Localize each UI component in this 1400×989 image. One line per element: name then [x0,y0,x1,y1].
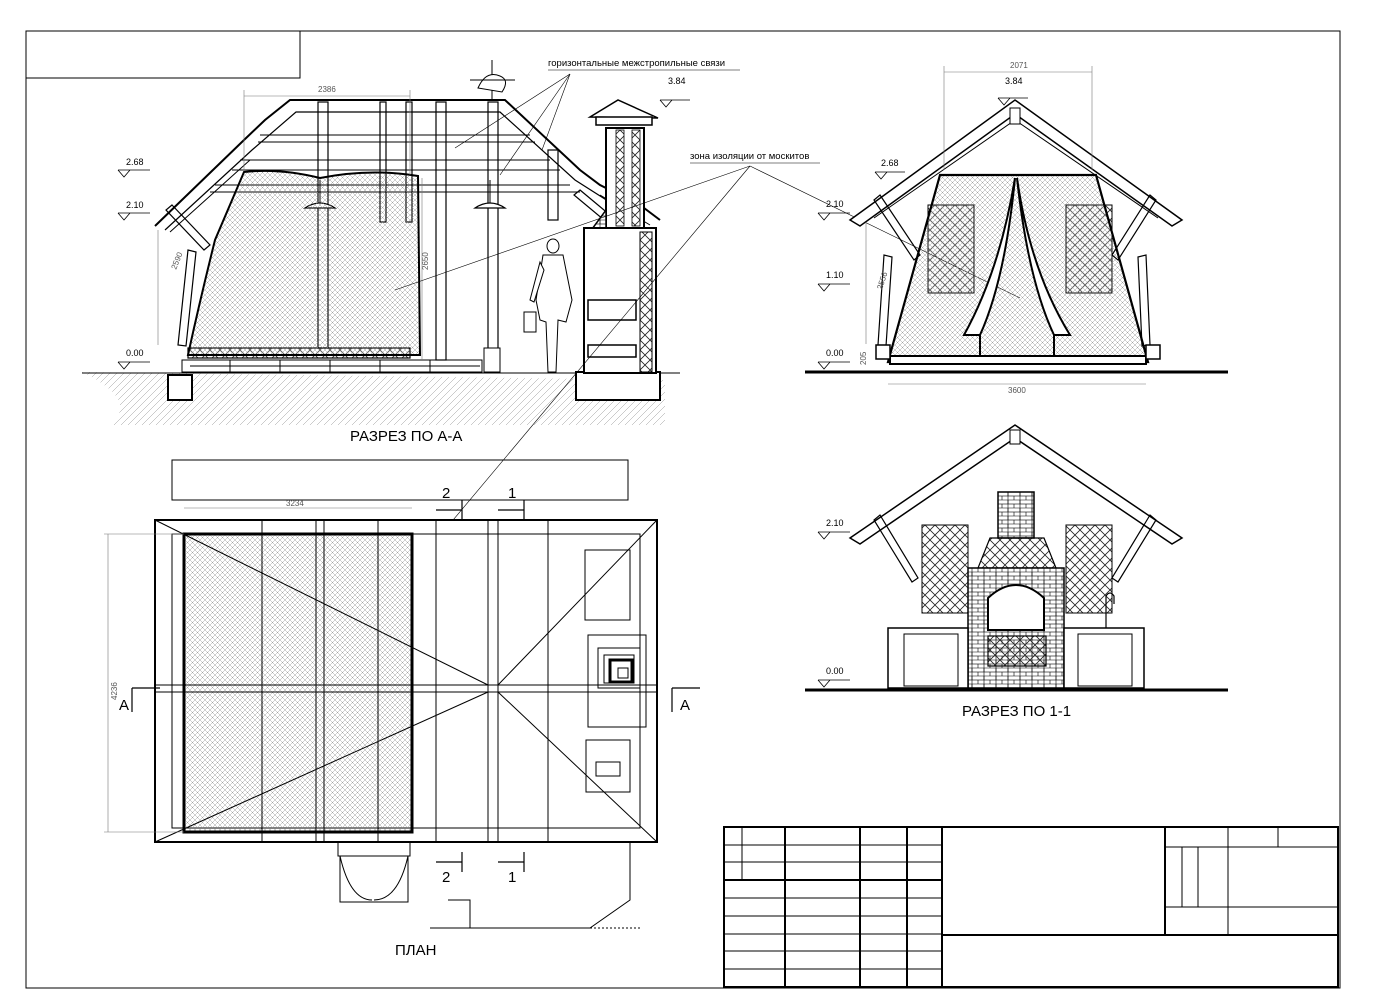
cut-marks [131,500,700,872]
dim-2590: 2590 [170,250,185,270]
faucet-11 [1105,592,1115,628]
level-384-front: 3.84 [1005,76,1023,86]
cut-mark-a-left: А [119,697,129,714]
level-110-front: 1.10 [826,270,844,280]
mosquito-net-aa [186,169,422,356]
foot-right-front [1145,344,1161,360]
plan-oven [584,549,647,793]
top-left-stamp [25,30,301,79]
section-11-title: РАЗРЕЗ ПО 1-1 [962,703,1071,720]
ground-soil [82,372,665,425]
ridge-block [1009,107,1021,125]
dim-205: 205 [859,351,868,365]
floor-joists [190,360,480,372]
floor-front [889,355,1147,365]
plan-net [182,532,414,834]
levels-aa [117,99,690,370]
braces-front [873,194,1157,347]
weathervane [470,60,515,100]
dims-aa [157,90,423,360]
dim-2556: 2556 [875,270,889,290]
dim-2071: 2071 [1010,61,1028,70]
title-block [723,826,1339,988]
plan: ПЛАН [154,459,658,959]
levels-11 [817,531,850,688]
dim-2386: 2386 [318,85,336,94]
level-210-front: 2.10 [826,199,844,209]
plan-overhang [171,459,629,501]
level-210-11: 2.10 [826,518,844,528]
level-000-aa: 0.00 [126,348,144,358]
dims-front [865,66,1146,385]
foot-left-front [875,344,891,360]
cut-mark-1-bottom: 1 [508,869,516,886]
section-aa: РАЗРЕЗ ПО А-А [82,60,680,445]
section-aa-title: РАЗРЕЗ ПО А-А [350,428,462,445]
roof-front [848,99,1184,227]
leader-ties [454,69,740,176]
plan-door [337,841,640,929]
outer-frame [25,30,1341,989]
chimney-11 [997,491,1035,539]
note-mosquito-zone: зона изоляции от москитов [690,151,809,162]
dim-2650: 2650 [421,252,430,270]
level-000-11: 0.00 [826,666,844,676]
roof-11 [848,424,1184,545]
dim-4236: 4236 [110,682,119,700]
ridge-11 [1009,429,1021,445]
dim-3600: 3600 [1008,386,1026,395]
lamp-right [473,180,507,209]
cabinet-left-11 [903,633,959,687]
front-elevation [805,99,1228,374]
person-figure [523,238,573,373]
foundation-left [167,374,193,401]
level-268-aa: 2.68 [126,157,144,167]
level-000-front: 0.00 [826,348,844,358]
level-268-front: 2.68 [881,158,899,168]
mosquito-net-front [886,173,1150,364]
hood-11 [977,537,1057,569]
curtain-right [1016,177,1072,336]
cabinet-right-11 [1077,633,1133,687]
levels-front [817,97,1028,370]
dim-3234: 3234 [286,499,304,508]
plan-title: ПЛАН [395,942,436,959]
level-210-aa: 2.10 [126,200,144,210]
plan-rafters [154,519,658,843]
lattice-left-11 [921,524,969,614]
note-horizontal-ties: горизонтальные межстропильные связи [548,58,725,69]
oven-aa [583,99,659,374]
oven-arch-11 [987,584,1045,631]
lattice-right-11 [1065,524,1113,614]
braces-11 [873,514,1157,583]
section-11: РАЗРЕЗ ПО 1-1 [805,424,1228,720]
cut-mark-a-right: А [680,697,690,714]
roof-inner [164,111,631,231]
level-384-aa: 3.84 [668,76,686,86]
dims-plan [104,507,412,833]
curtain-left [962,177,1016,336]
stand-base [483,347,501,373]
foundation-oven [575,371,661,401]
cut-mark-1-top: 1 [508,485,516,502]
firewood-11 [987,635,1047,667]
cut-mark-2-top: 2 [442,485,450,502]
cut-mark-2-bottom: 2 [442,869,450,886]
